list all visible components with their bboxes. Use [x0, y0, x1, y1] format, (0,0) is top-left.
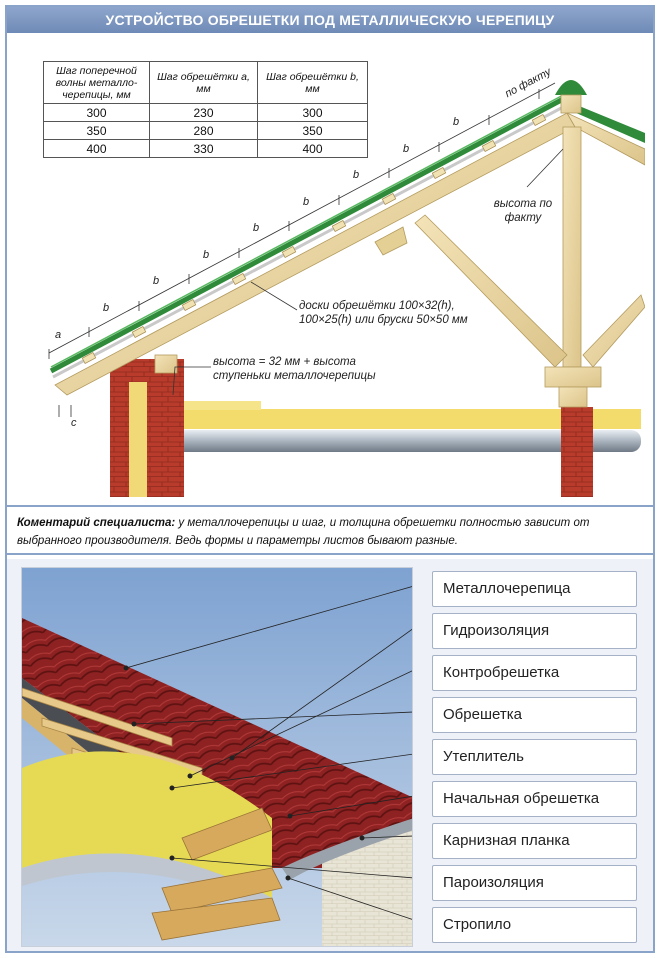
dim-label-a: a: [55, 329, 62, 341]
dim-label-b: b: [403, 143, 410, 155]
legend-item-waterproofing: Гидроизоляция: [432, 613, 637, 649]
rafter-block: [374, 226, 408, 256]
table-cell: 280: [149, 121, 258, 140]
metal-tile-layer: [22, 618, 412, 868]
legend-item-counter-batten: Контробрешетка: [432, 655, 637, 691]
label-battens: доски обрешётки 100×32(h), 100×25(h) или…: [299, 300, 468, 326]
dim-label-b: b: [453, 116, 460, 128]
wall-plate: [154, 354, 178, 374]
right-rafter: [566, 112, 645, 166]
ceiling-beam: [175, 430, 641, 452]
roof-section-drawing: [48, 80, 645, 497]
leader-lines: [172, 148, 564, 396]
table-cell: 330: [149, 139, 258, 158]
right-strut: [582, 294, 645, 368]
dim-label-b: b: [153, 275, 160, 287]
roof-layers-illustration: [21, 567, 413, 947]
batten-spacing-table: Шаг поперечной волны металло-черепицы, м…: [43, 61, 368, 158]
brick-wall: [322, 828, 412, 946]
dim-label-c: c: [71, 417, 77, 429]
label-height-by-fact: высота по факту: [493, 198, 553, 224]
comment-text: у металлочерепицы и шаг, и толщина обреш…: [17, 517, 590, 547]
col-header-step-b: Шаг обрешётки b, мм: [257, 61, 368, 104]
post-base: [544, 366, 602, 388]
eaves-flashing: [282, 818, 412, 880]
legend-item-metal-tile: Металлочерепица: [432, 571, 637, 607]
battens: [81, 114, 547, 364]
table-cell: 400: [257, 139, 368, 158]
col-header-step-a: Шаг обрешётки a, мм: [149, 61, 258, 104]
table-row: 400 330 400: [43, 139, 368, 158]
table-row: 300 230 300: [43, 103, 368, 122]
post-support: [558, 386, 588, 408]
dim-label-b: b: [253, 222, 260, 234]
dim-label-b: b: [303, 196, 310, 208]
roof-layers-section: Металлочерепица Гидроизоляция Контробреш…: [7, 559, 653, 951]
pointer-dots: [123, 665, 365, 881]
legend-item-insulation: Утеплитель: [432, 739, 637, 775]
dim-label-b: b: [103, 302, 110, 314]
dimension-line: [48, 82, 556, 417]
table-row: 350 280 350: [43, 121, 368, 140]
ridge-beam: [560, 94, 582, 114]
dim-label-b: b: [353, 169, 360, 181]
ceiling-insulation: [171, 409, 641, 429]
wall-insulation: [129, 382, 147, 497]
comment-label: Коментарий специалиста:: [17, 517, 176, 529]
dim-label-b: b: [203, 249, 210, 261]
vapor-barrier-layer: [22, 853, 272, 913]
legend-item-starter-batten: Начальная обрешетка: [432, 781, 637, 817]
table-cell: 300: [257, 103, 368, 122]
ceiling-insulation-top: [171, 401, 261, 410]
table-cell: 350: [257, 121, 368, 140]
legend-item-vapor-barrier: Пароизоляция: [432, 865, 637, 901]
legend-item-rafter: Стропило: [432, 907, 637, 943]
roof-layers-drawing: [22, 568, 412, 946]
legend-item-eaves-strip: Карнизная планка: [432, 823, 637, 859]
right-metal-tile: [567, 101, 645, 143]
table-cell: 350: [43, 121, 150, 140]
label-height-formula: высота = 32 мм + высота ступеньки металл…: [213, 356, 376, 382]
metal-tile-highlight: [50, 92, 568, 368]
king-post: [562, 126, 582, 368]
page-title: УСТРОЙСТВО ОБРЕШЕТКИ ПОД МЕТАЛЛИЧЕСКУЮ Ч…: [7, 7, 653, 33]
legend-item-batten: Обрешетка: [432, 697, 637, 733]
expert-comment: Коментарий специалиста: у металлочерепиц…: [7, 505, 653, 555]
left-strut: [414, 214, 568, 368]
pointer-lines: [125, 586, 412, 920]
metal-tile-sheet: [49, 94, 569, 374]
ridge-cap: [555, 80, 587, 95]
infographic-frame: УСТРОЙСТВО ОБРЕШЕТКИ ПОД МЕТАЛЛИЧЕСКУЮ Ч…: [5, 5, 655, 953]
center-brick-wall: [561, 407, 593, 497]
rafter-ends: [151, 807, 283, 941]
table-cell: 300: [43, 103, 150, 122]
table-cell: 230: [149, 103, 258, 122]
col-header-wave-step: Шаг поперечной волны металло-черепицы, м…: [43, 61, 150, 104]
table-header-row: Шаг поперечной волны металло-черепицы, м…: [43, 61, 368, 104]
roof-section-diagram: Шаг поперечной волны металло-черепицы, м…: [15, 37, 645, 497]
table-cell: 400: [43, 139, 150, 158]
